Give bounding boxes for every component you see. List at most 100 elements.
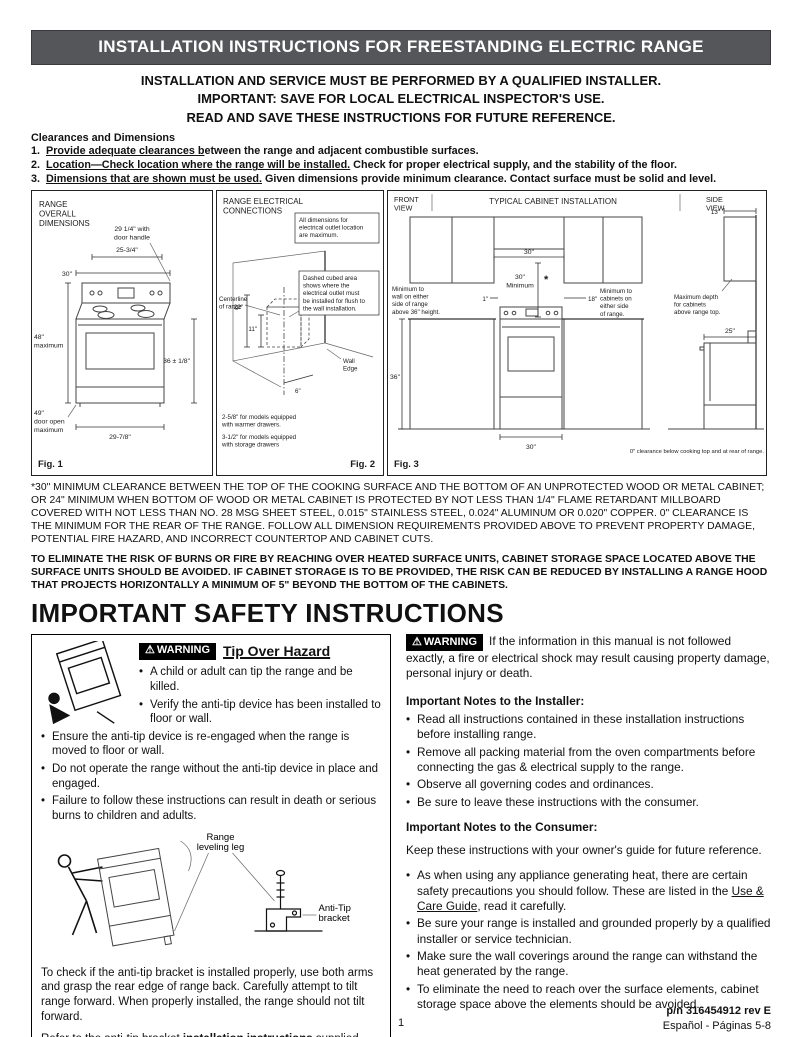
fig3-dim-25: 25" [725, 328, 736, 335]
fig3-top-30-dim: 30" [524, 249, 535, 256]
bullet-text: Verify the anti-tip device has been inst… [150, 698, 381, 726]
bullet-text: Read all instructions contained in these… [417, 711, 745, 742]
bullet-icon: • [139, 666, 144, 679]
fig1-top-small-dim: 25-3/4" [116, 247, 138, 254]
page-title-banner: INSTALLATION INSTRUCTIONS FOR FREESTANDI… [31, 30, 771, 65]
item-lead: Provide adequate clearances b [46, 145, 205, 158]
tip-over-top: ⚠WARNING Tip Over Hazard •A child or adu… [41, 640, 381, 730]
fig2-caption: Fig. 2 [350, 459, 375, 470]
bullet-text: Remove all packing material from the ove… [417, 744, 756, 774]
fig3-dim-1: 1" [482, 296, 488, 303]
safety-heading: IMPORTANT SAFETY INSTRUCTIONS [31, 597, 504, 628]
bullet-icon: • [406, 794, 411, 809]
bullet-text: To eliminate the need to reach over the … [417, 981, 759, 1012]
bullet-icon: • [41, 730, 46, 743]
list-item: •As when using any appliance generating … [406, 868, 771, 914]
bullet-text-pre: As when using any appliance generating h… [417, 868, 748, 898]
clearance-note: *30" MINIMUM CLEARANCE BETWEEN THE TOP O… [31, 482, 765, 546]
page-title: INSTALLATION INSTRUCTIONS FOR FREESTANDI… [98, 37, 704, 56]
bracket-drawing [254, 870, 323, 932]
fig2-dim-11: 11" [248, 326, 257, 333]
safety-columns: ⚠WARNING Tip Over Hazard •A child or adu… [31, 633, 771, 1037]
bullet-text: As when using any appliance generating h… [417, 868, 771, 914]
part-number: p/n 316454912 rev E [666, 1005, 771, 1018]
fig3-bottom-30-dim: 30" [526, 444, 537, 451]
use-care-guide-ref: Use & Care Guide [417, 883, 764, 914]
list-item: • Ensure the anti-tip device is re-engage… [41, 730, 381, 759]
fig1-door-dim: 36 ± 1/8" [163, 358, 191, 365]
bullet-icon: • [406, 981, 411, 996]
consumer-notes-heading: Important Notes to the Consumer: [406, 819, 598, 834]
bullet-text: Observe all governing codes and ordinanc… [417, 777, 654, 792]
list-item: • Be sure to leave these instructions wit… [406, 795, 771, 810]
fig1-height-dim: 48"maximum [34, 334, 64, 350]
tip-over-warning-area: ⚠WARNING Tip Over Hazard •A child or adu… [139, 641, 381, 730]
bullet-icon: • [139, 698, 144, 711]
item-rest: Given dimensions provide minimum clearan… [261, 173, 717, 186]
bullet-text: Failure to follow these instructions can… [52, 795, 377, 822]
fig3-zero-clearance-note: 0" clearance below cooking top and at re… [630, 449, 765, 455]
warning-badge: ⚠WARNING [406, 633, 484, 651]
item-rest: Check for proper electrical supply, and … [350, 159, 677, 172]
tip-over-hazard-icon [41, 640, 133, 730]
range-drawing [75, 282, 171, 408]
bullet-text: A child or adult can tip the range and b… [150, 666, 353, 693]
bullet-icon: • [406, 916, 411, 931]
bullet-icon: • [41, 762, 46, 775]
subtitle-block: INSTALLATION AND SERVICE MUST BE PERFORM… [31, 72, 771, 127]
installer-notes-heading: Important Notes to the Installer: [406, 693, 585, 708]
list-item: •Be sure your range is installed and gro… [406, 916, 771, 947]
page-number: 1 [397, 1017, 405, 1029]
item-lead: Dimensions that are shown must be used. [46, 173, 262, 186]
bullet-icon: • [406, 777, 411, 792]
item-number: 2. [31, 159, 41, 172]
fig2-dim-6: 6" [295, 388, 301, 395]
list-item: • To eliminate the need to reach over the… [406, 982, 771, 1013]
subtitle-inspector: IMPORTANT: SAVE FOR LOCAL ELECTRICAL INS… [197, 91, 605, 107]
clearance-item-3: 3.Dimensions that are shown must be used… [31, 172, 771, 186]
language-note: Español - Páginas 5-8 [662, 1019, 771, 1032]
asterisk: * [544, 274, 549, 286]
refer-text: Refer to the anti-tip bracket installati… [41, 1032, 381, 1037]
fig3-dim-13: 13" [711, 209, 720, 216]
bullet-text: Make sure the wall coverings around the … [417, 949, 758, 979]
warning-label: WARNING [423, 635, 478, 648]
bullet-text: Ensure the anti-tip device is re-engaged… [52, 730, 350, 758]
bullet-icon: • [406, 711, 411, 726]
general-warning-text: If the information in this manual is not… [406, 633, 770, 681]
consumer-intro: Keep these instructions with your owner'… [406, 843, 762, 858]
clearance-item-2: 2.Location—Check location where the rang… [31, 158, 771, 172]
list-item: • Verify the anti-tip device has been ins… [139, 698, 381, 727]
bullet-text: Be sure to leave these instructions with… [417, 794, 699, 809]
list-item: •Make sure the wall coverings around the… [406, 949, 771, 980]
fig3-min-30-dim: 30"Minimum [506, 274, 534, 290]
bullet-icon: • [41, 795, 46, 808]
list-item: •Remove all packing material from the ov… [406, 745, 771, 776]
bullet-text-post: , read it carefully. [477, 899, 567, 914]
